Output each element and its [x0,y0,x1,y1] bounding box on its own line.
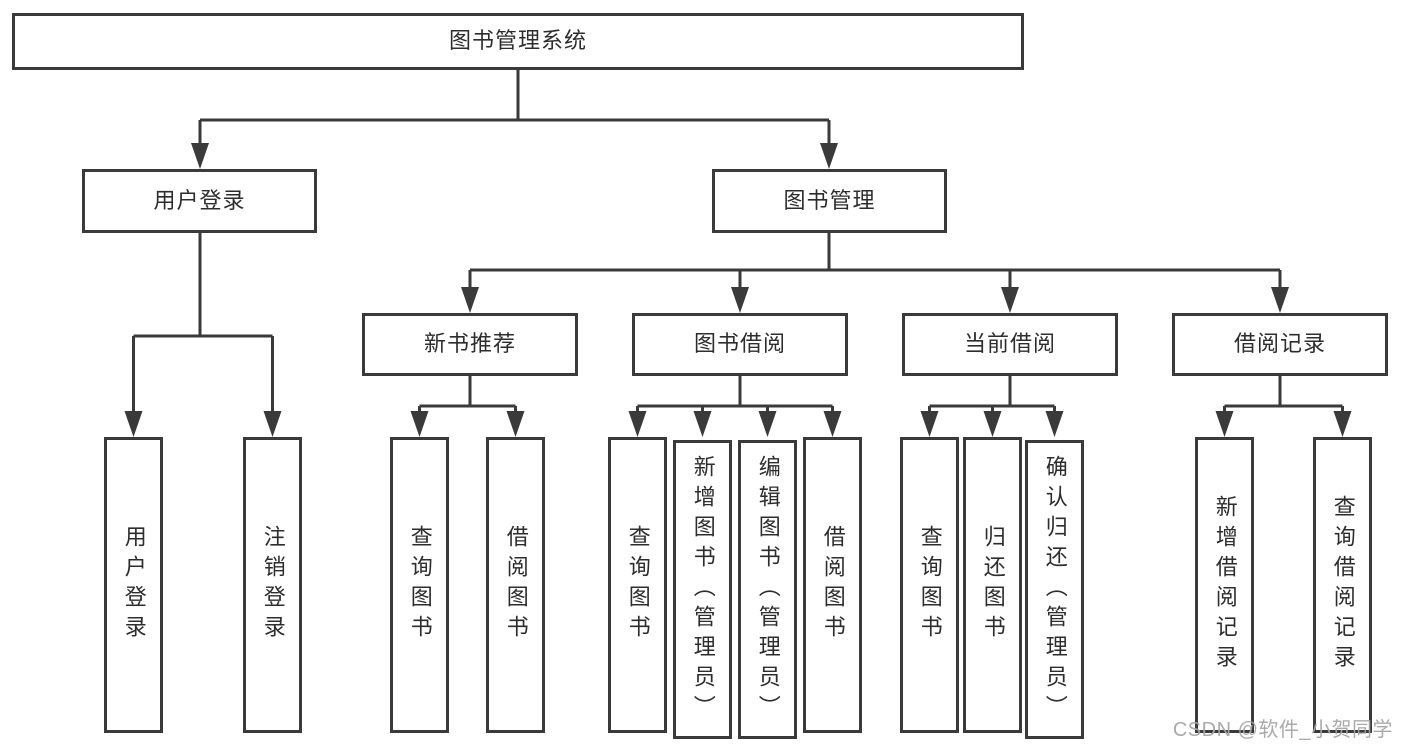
leaf-newbook-borrow: 借阅图书 [486,437,545,733]
leaf-borrow-borrow: 借阅图书 [803,437,862,733]
node-library-system: 图书管理系统 [12,13,1024,70]
leaf-borrow-query: 查询图书 [608,437,667,733]
leaf-current-query: 查询图书 [900,437,959,733]
leaf-record-query: 查询借阅记录 [1313,437,1372,733]
leaf-record-add: 新增借阅记录 [1195,437,1254,733]
leaf-borrow-edit-admin: 编辑图书（管理员） [738,440,797,739]
node-borrow-record: 借阅记录 [1172,313,1388,376]
leaf-current-return: 归还图书 [963,437,1022,733]
node-book-management: 图书管理 [712,169,947,233]
leaf-newbook-query: 查询图书 [390,437,449,733]
leaf-borrow-add-admin: 新增图书（管理员） [673,440,732,739]
leaf-user-login: 用户登录 [104,437,163,733]
node-book-borrow: 图书借阅 [632,313,848,376]
watermark: CSDN @软件_小贺同学 [1172,719,1393,741]
node-new-book-recommend: 新书推荐 [362,313,578,376]
leaf-logout: 注销登录 [243,437,302,733]
node-current-borrow: 当前借阅 [902,313,1118,376]
leaf-current-confirm-admin: 确认归还（管理员） [1025,440,1084,739]
node-user-login: 用户登录 [82,169,317,233]
